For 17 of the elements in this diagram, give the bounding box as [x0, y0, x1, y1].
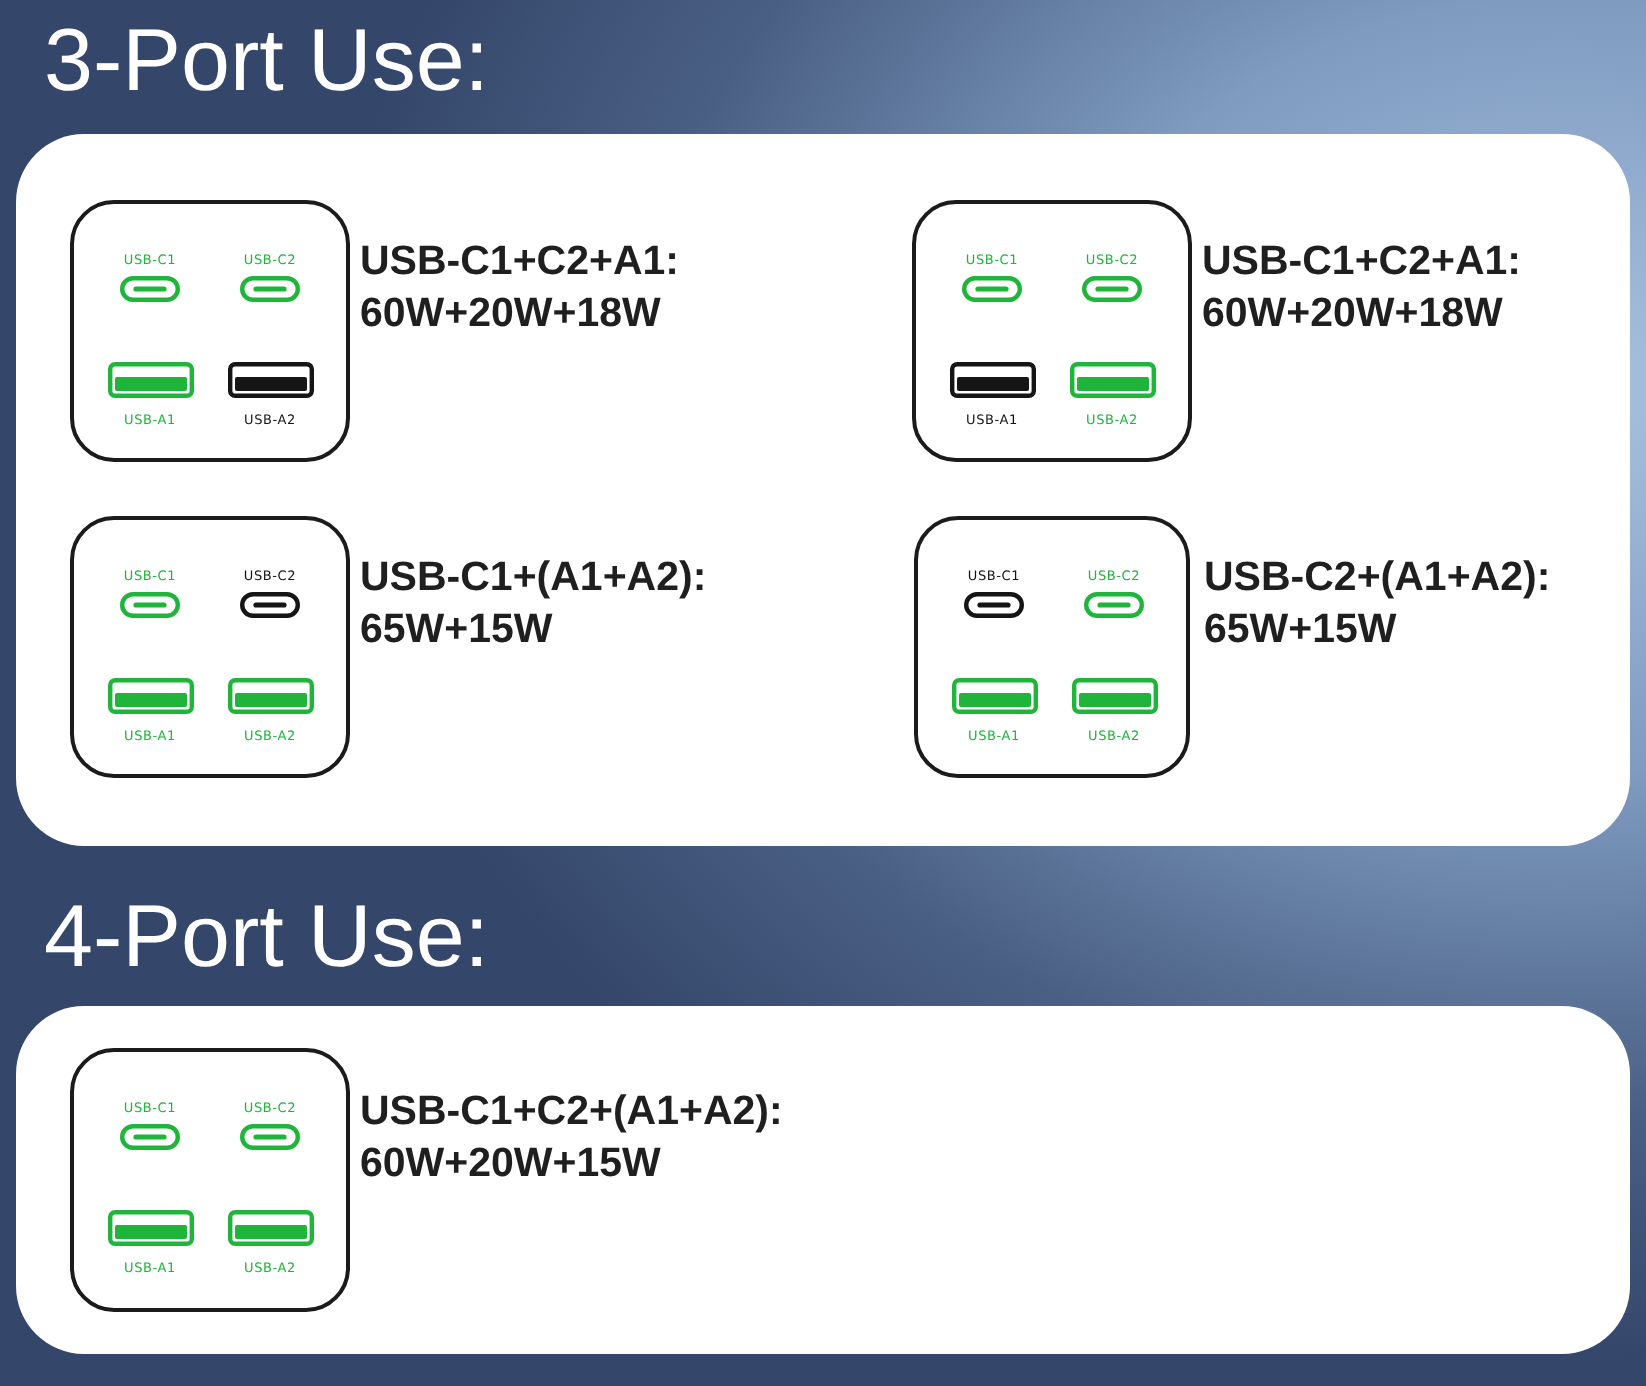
- charger-face: [914, 516, 1190, 778]
- section-heading: 4-Port Use:: [44, 888, 490, 988]
- port-combination-label: USB-C1+C2+A1:: [360, 236, 679, 288]
- port-combination-label: USB-C1+C2+A1:: [1202, 236, 1521, 288]
- charger-face: [70, 200, 350, 462]
- port-combination-label: USB-C1+(A1+A2):: [360, 552, 707, 604]
- charger-face: [70, 516, 350, 778]
- charger-face: [912, 200, 1192, 462]
- section-heading: 3-Port Use:: [44, 12, 490, 112]
- power-output-label: 65W+15W: [1204, 604, 1397, 656]
- power-output-label: 60W+20W+15W: [360, 1138, 661, 1190]
- port-combination-label: USB-C1+C2+(A1+A2):: [360, 1086, 783, 1138]
- port-combination-label: USB-C2+(A1+A2):: [1204, 552, 1551, 604]
- power-output-label: 60W+20W+18W: [1202, 288, 1503, 340]
- power-output-label: 60W+20W+18W: [360, 288, 661, 340]
- charger-face: [70, 1048, 350, 1312]
- power-output-label: 65W+15W: [360, 604, 553, 656]
